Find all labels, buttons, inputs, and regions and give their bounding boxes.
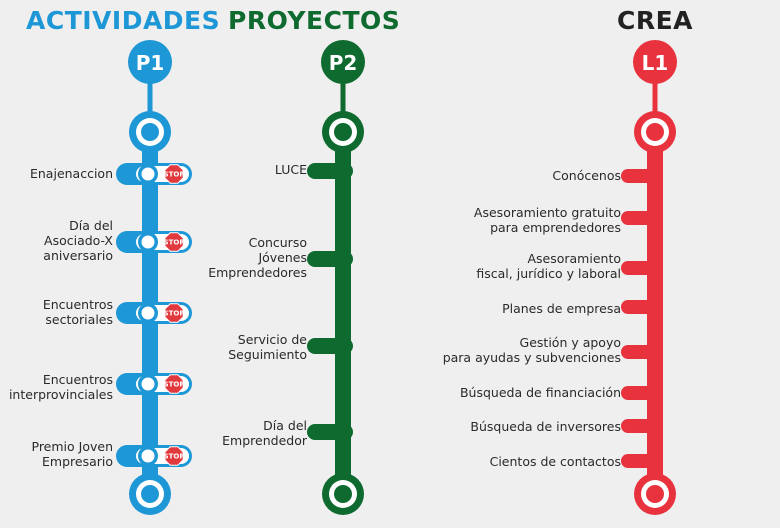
station-label-planes-de-empresa: Planes de empresa bbox=[502, 301, 621, 316]
station-label-encuentros-sectoriales: Encuentros sectoriales bbox=[42, 297, 113, 327]
station-stub bbox=[307, 424, 353, 440]
stop-sign-icon bbox=[164, 303, 184, 323]
badge-connector bbox=[147, 80, 153, 130]
station-stub bbox=[621, 211, 663, 225]
line-badge-label: L1 bbox=[642, 51, 669, 75]
stop-sign-label: STOP bbox=[164, 381, 185, 389]
badge-connector bbox=[340, 80, 346, 130]
column-title-proyectos: PROYECTOS bbox=[228, 6, 401, 35]
station-label-dia-del-emprendedor: Día del Emprendedor bbox=[222, 418, 307, 448]
terminal-core bbox=[141, 123, 159, 141]
station-ring-inner bbox=[141, 449, 155, 463]
station-stub bbox=[621, 261, 663, 275]
line-track bbox=[335, 128, 351, 494]
station-stub bbox=[621, 300, 663, 314]
station-label-busqueda-inversores: Búsqueda de inversores bbox=[470, 419, 621, 434]
station-label-asesoramiento-fiscal: Asesoramiento fiscal, jurídico y laboral bbox=[476, 251, 621, 281]
line-badge bbox=[321, 40, 365, 84]
station-label-encuentros-interprovinciales: Encuentros interprovinciales bbox=[8, 372, 113, 402]
station-stub bbox=[307, 338, 353, 354]
badge-connector bbox=[652, 80, 658, 130]
terminal-core bbox=[334, 485, 352, 503]
station-stub bbox=[621, 419, 663, 433]
stop-sign-label: STOP bbox=[164, 239, 185, 247]
station-stub bbox=[621, 345, 663, 359]
stop-sign-icon bbox=[164, 374, 184, 394]
station-label-luce: LUCE bbox=[274, 162, 307, 177]
terminal-core bbox=[646, 123, 664, 141]
station-label-enajenaccion: Enajenaccion bbox=[29, 166, 113, 181]
stop-sign-icon bbox=[164, 232, 184, 252]
station-label-servicio-seguimiento: Servicio de Seguimiento bbox=[228, 332, 307, 362]
station-stub bbox=[621, 386, 663, 400]
station-label-dia-del-asociado: Día del Asociado-X aniversario bbox=[43, 218, 113, 263]
station-label-cientos-contactos: Cientos de contactos bbox=[489, 454, 621, 469]
station-label-gestion-apoyo: Gestión y apoyo para ayudas y subvencion… bbox=[442, 335, 621, 365]
terminal-core bbox=[646, 485, 664, 503]
station-ring-inner bbox=[141, 306, 155, 320]
stop-sign-icon bbox=[164, 446, 184, 466]
stop-sign-label: STOP bbox=[164, 453, 185, 461]
station-ring-inner bbox=[141, 235, 155, 249]
column-title-actividades: ACTIVIDADES bbox=[26, 6, 221, 35]
station-label-busqueda-financiacion: Búsqueda de financiación bbox=[459, 385, 621, 400]
station-stub bbox=[621, 169, 663, 183]
stop-sign-label: STOP bbox=[164, 171, 185, 179]
line-badge-label: P2 bbox=[329, 51, 358, 75]
station-label-premio-joven-empresario: Premio Joven Empresario bbox=[31, 439, 114, 469]
station-label-asesoramiento-gratuito: Asesoramiento gratuito para emprendedore… bbox=[473, 205, 621, 235]
terminal-core bbox=[334, 123, 352, 141]
line-badge bbox=[633, 40, 677, 84]
station-ring-inner bbox=[141, 377, 155, 391]
column-title-crea: CREA bbox=[617, 6, 694, 35]
stop-sign-icon bbox=[164, 164, 184, 184]
station-label-concurso-jovenes: Concurso Jóvenes Emprendedores bbox=[208, 235, 307, 280]
stop-sign-label: STOP bbox=[164, 310, 185, 318]
station-stub bbox=[307, 163, 353, 179]
station-stub bbox=[307, 251, 353, 267]
terminal-core bbox=[141, 485, 159, 503]
line-badge bbox=[128, 40, 172, 84]
station-stub bbox=[621, 454, 663, 468]
line-badge-label: P1 bbox=[136, 51, 165, 75]
station-label-conocenos: Conócenos bbox=[552, 168, 621, 183]
station-ring-inner bbox=[141, 167, 155, 181]
